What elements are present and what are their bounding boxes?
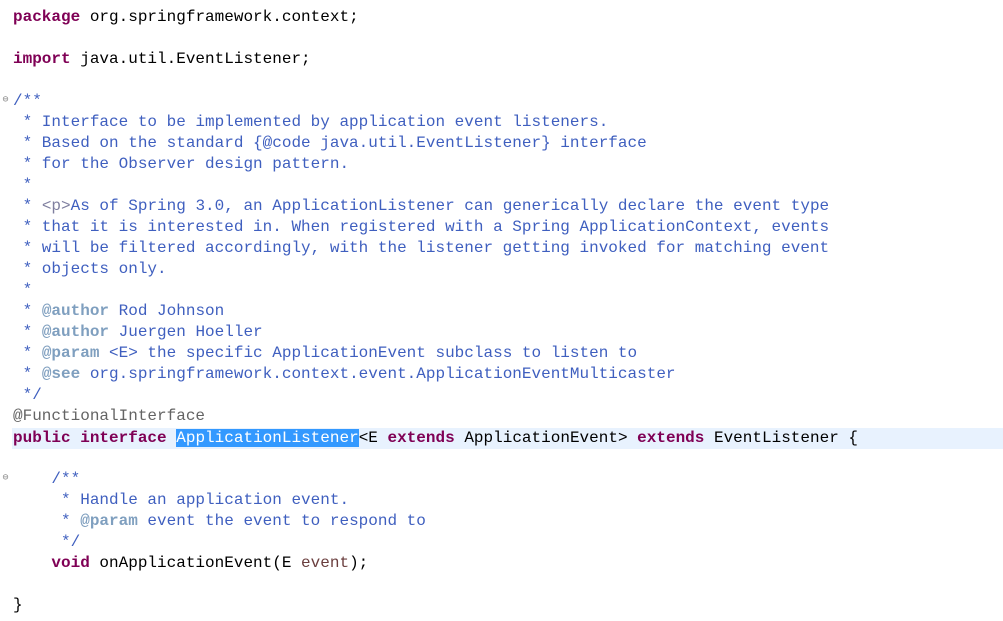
javadoc-line: * @author Juergen Hoeller <box>13 322 263 343</box>
javadoc-tag: @author <box>41 302 110 320</box>
keyword: public <box>13 429 71 447</box>
package-name: org.springframework.context; <box>80 8 359 26</box>
javadoc-line: * <box>13 176 33 194</box>
javadoc-line: /** <box>13 470 81 488</box>
annotation-line: @FunctionalInterface <box>13 407 206 425</box>
javadoc-line: */ <box>13 533 81 551</box>
code-line-package: package org.springframework.context; <box>13 7 359 28</box>
javadoc-text: As of Spring 3.0, an ApplicationListener… <box>70 197 830 215</box>
space <box>71 429 81 447</box>
javadoc-line: * Based on the standard {@code java.util… <box>13 134 647 152</box>
code-text: <E <box>358 429 388 447</box>
javadoc-prefix: * <box>13 512 81 530</box>
indent <box>13 554 51 572</box>
closing-brace-line: } <box>13 596 23 614</box>
javadoc-prefix: * <box>13 365 42 383</box>
keyword: void <box>51 554 90 572</box>
keyword: extends <box>387 429 455 447</box>
editor-gutter: ⊖ ⊖ <box>0 0 12 621</box>
keyword: package <box>13 8 81 26</box>
javadoc-line: * <box>13 281 33 299</box>
javadoc-tag: @author <box>41 323 110 341</box>
javadoc-line: * <p>As of Spring 3.0, an ApplicationLis… <box>13 196 830 217</box>
javadoc-text: org.springframework.context.event.Applic… <box>80 365 676 383</box>
javadoc-text: <E> the specific ApplicationEvent subcla… <box>99 344 638 362</box>
parameter-name: event <box>301 554 350 572</box>
javadoc-text: Rod Johnson <box>109 302 225 320</box>
interface-declaration-line: public interface ApplicationListener<E e… <box>13 428 858 449</box>
javadoc-text: event the event to respond to <box>137 512 426 530</box>
import-name: java.util.EventListener; <box>70 50 311 68</box>
javadoc-prefix: * <box>13 302 42 320</box>
javadoc-prefix: * <box>13 323 42 341</box>
keyword: interface <box>80 429 167 447</box>
javadoc-text: Juergen Hoeller <box>109 323 263 341</box>
keyword: import <box>13 50 71 68</box>
javadoc-prefix: * <box>13 344 42 362</box>
javadoc-line: * @see org.springframework.context.event… <box>13 364 676 385</box>
code-text: onApplicationEvent(E <box>89 554 302 572</box>
fold-collapse-icon[interactable]: ⊖ <box>2 473 9 484</box>
code-text: EventListener { <box>704 429 858 447</box>
javadoc-line: * Interface to be implemented by applica… <box>13 113 609 131</box>
javadoc-line: * will be filtered accordingly, with the… <box>13 239 830 257</box>
space <box>167 429 177 447</box>
method-declaration-line: void onApplicationEvent(E event); <box>13 553 368 574</box>
javadoc-line: * for the Observer design pattern. <box>13 155 350 173</box>
code-line-import: import java.util.EventListener; <box>13 49 311 70</box>
javadoc-tag: @param <box>80 512 138 530</box>
code-text: ); <box>349 554 369 572</box>
javadoc-tag: @see <box>41 365 81 383</box>
javadoc-line: * Handle an application event. <box>13 491 350 509</box>
javadoc-html-tag: <p> <box>41 197 71 215</box>
keyword: extends <box>637 429 705 447</box>
javadoc-line: * @param <E> the specific ApplicationEve… <box>13 343 638 364</box>
javadoc-line: * objects only. <box>13 260 167 278</box>
fold-collapse-icon[interactable]: ⊖ <box>2 95 9 106</box>
selected-text[interactable]: ApplicationListener <box>176 429 359 447</box>
javadoc-line: */ <box>13 386 42 404</box>
javadoc-line: * @param event the event to respond to <box>13 511 426 532</box>
javadoc-line: /** <box>13 92 42 110</box>
javadoc-prefix: * <box>13 197 42 215</box>
code-text: ApplicationEvent> <box>454 429 638 447</box>
javadoc-line: * @author Rod Johnson <box>13 301 225 322</box>
javadoc-line: * that it is interested in. When registe… <box>13 218 830 236</box>
javadoc-tag: @param <box>41 344 100 362</box>
